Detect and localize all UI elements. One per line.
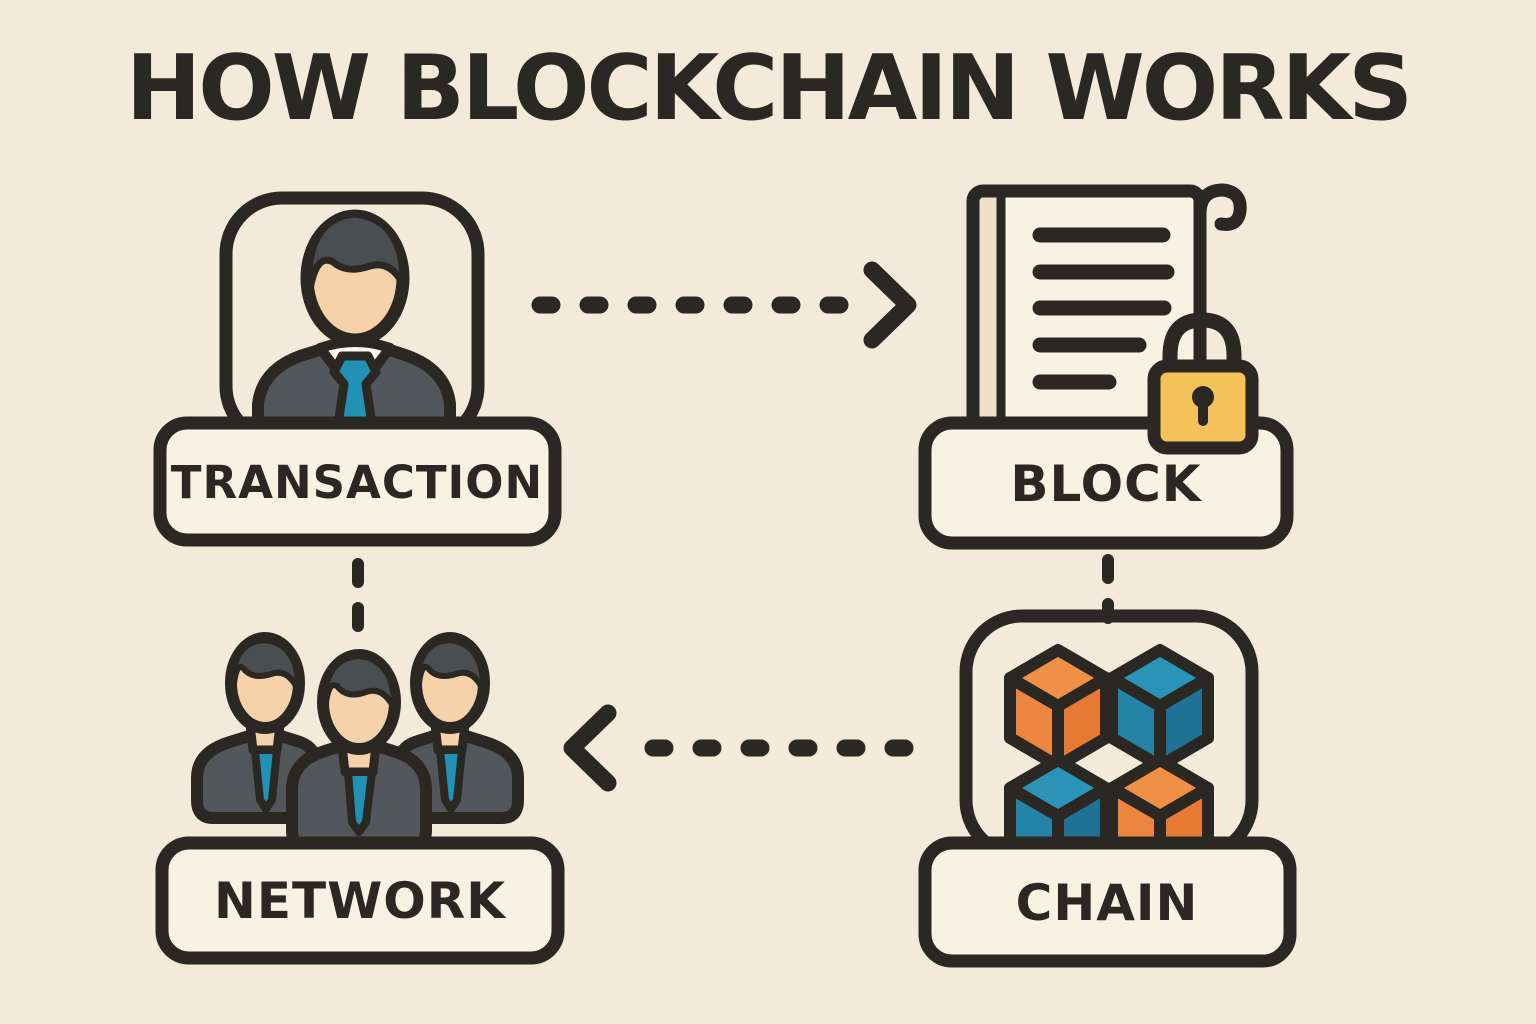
keyhole-stem: [1198, 400, 1208, 426]
chain-label-box: [918, 836, 1297, 968]
padlock-icon: [1147, 312, 1259, 455]
tie: [251, 746, 281, 813]
transaction-label: TRANSACTION: [171, 456, 543, 509]
tie: [436, 746, 466, 813]
people-group-icon: [191, 632, 524, 854]
tie: [344, 768, 376, 836]
hair: [305, 210, 407, 300]
arrowhead-right: [863, 261, 917, 349]
dashed-arrow-left-icon: [563, 704, 914, 792]
transaction-label-box: [153, 416, 562, 547]
document-text-lines: [1032, 227, 1175, 390]
hair: [414, 637, 487, 697]
network-label-box: [155, 836, 565, 965]
block-label: BLOCK: [1010, 455, 1202, 513]
page-curl: [1193, 183, 1247, 265]
person-right: [392, 632, 524, 824]
keyhole: [1192, 386, 1214, 408]
network-node: [155, 632, 565, 965]
person-center: [286, 649, 432, 854]
transaction-node: [153, 191, 562, 547]
chain-label: CHAIN: [1016, 874, 1199, 932]
cube-blue-top-right: [1106, 644, 1214, 772]
locked-document-icon: [966, 183, 1247, 438]
padlock-shackle: [1162, 312, 1242, 410]
network-label: NETWORK: [214, 872, 507, 930]
diagram-title: HOW BLOCKCHAIN WORKS: [125, 36, 1413, 141]
dashed-arrow-right-icon: [531, 261, 917, 349]
hair: [321, 653, 398, 717]
arrowhead-left: [563, 704, 617, 792]
cube-orange-top-left: [1004, 644, 1112, 772]
block-node: [918, 183, 1294, 550]
hair: [229, 637, 302, 697]
chain-node: [918, 609, 1297, 968]
businessman-icon: [252, 209, 456, 446]
